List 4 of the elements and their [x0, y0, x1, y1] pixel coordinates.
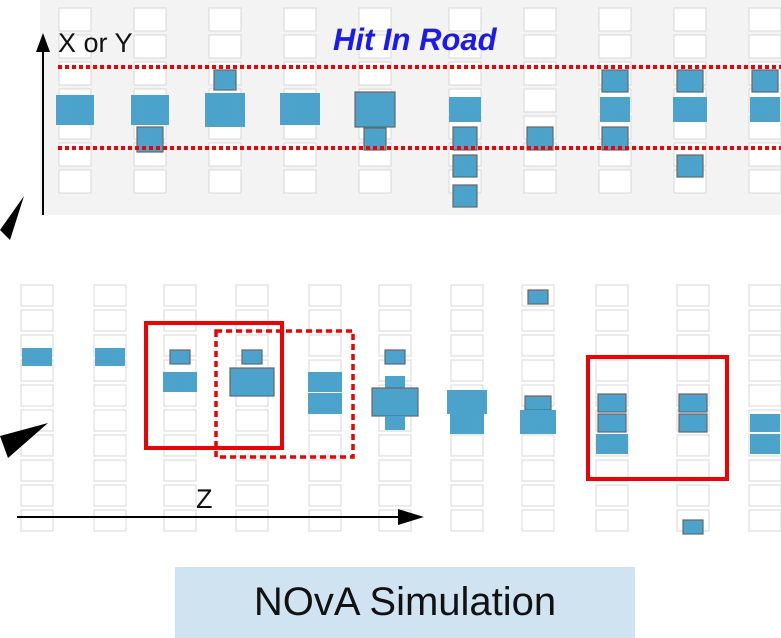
panel-title: Hit In Road — [333, 22, 497, 58]
axis-label: X or Y — [58, 28, 133, 59]
axis-label: Z — [196, 484, 212, 515]
caption: NOvA Simulation — [175, 567, 635, 638]
